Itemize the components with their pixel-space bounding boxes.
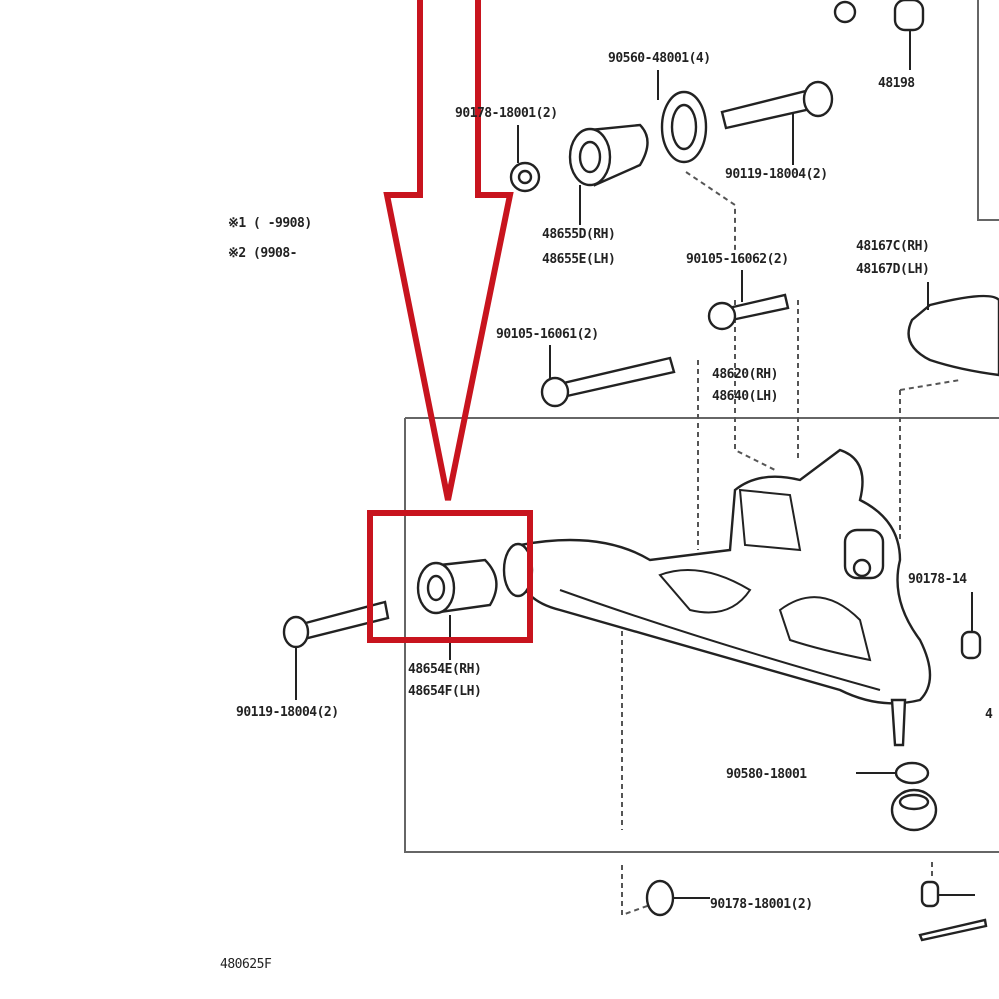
bolt-icon (707, 293, 790, 331)
castle-nut-icon (890, 788, 938, 832)
guide-line (734, 300, 776, 471)
label: 48655D(RH) (542, 227, 615, 242)
label: 48654F(LH) (408, 684, 481, 699)
label: 90105-16062(2) (686, 252, 789, 267)
nut-icon (645, 879, 710, 917)
guide-line (899, 379, 961, 391)
label: 90580-18001 (726, 767, 807, 782)
guide-line (621, 865, 651, 917)
label: 90560-48001(4) (608, 51, 711, 66)
assembly-frame (404, 418, 999, 853)
label: 90105-16061(2) (496, 327, 599, 342)
label: 90119-18004(2) (236, 705, 339, 720)
side-frame (977, 0, 999, 221)
bolt-icon (540, 356, 676, 408)
note: ※1 ( -9908) (228, 216, 312, 231)
cotter-pin-icon (856, 761, 930, 785)
nut-icon (509, 161, 541, 193)
label: 90119-18004(2) (725, 167, 828, 182)
label: 48620(RH) (712, 367, 778, 382)
label: 48654E(RH) (408, 662, 481, 677)
label: 48655E(LH) (542, 252, 615, 267)
bolt-icon (720, 80, 834, 130)
highlight-box (367, 510, 533, 643)
label: 90178-18001(2) (710, 897, 813, 912)
label: 48167C(RH) (856, 239, 929, 254)
bolt-icon (282, 600, 390, 649)
label: 48198 (878, 76, 915, 91)
part-48198-icon (833, 0, 925, 70)
label: 90178-18001(2) (455, 106, 558, 121)
note: ※2 (9908- (228, 246, 297, 261)
nut-icon (960, 630, 982, 660)
washer-icon (660, 90, 708, 164)
figure-code: 480625F (220, 957, 272, 972)
guide-line (685, 171, 736, 250)
label: 4 (985, 707, 993, 722)
nut-icon (918, 880, 988, 942)
label: 90178-14 (908, 572, 967, 587)
label: 48640(LH) (712, 389, 778, 404)
lower-bushing-icon (416, 558, 498, 615)
highlight-arrow (383, 0, 514, 501)
upper-bushing-icon (568, 123, 649, 187)
label: 48167D(LH) (856, 262, 929, 277)
bracket-icon (907, 282, 999, 377)
lower-control-arm-icon (502, 448, 932, 747)
